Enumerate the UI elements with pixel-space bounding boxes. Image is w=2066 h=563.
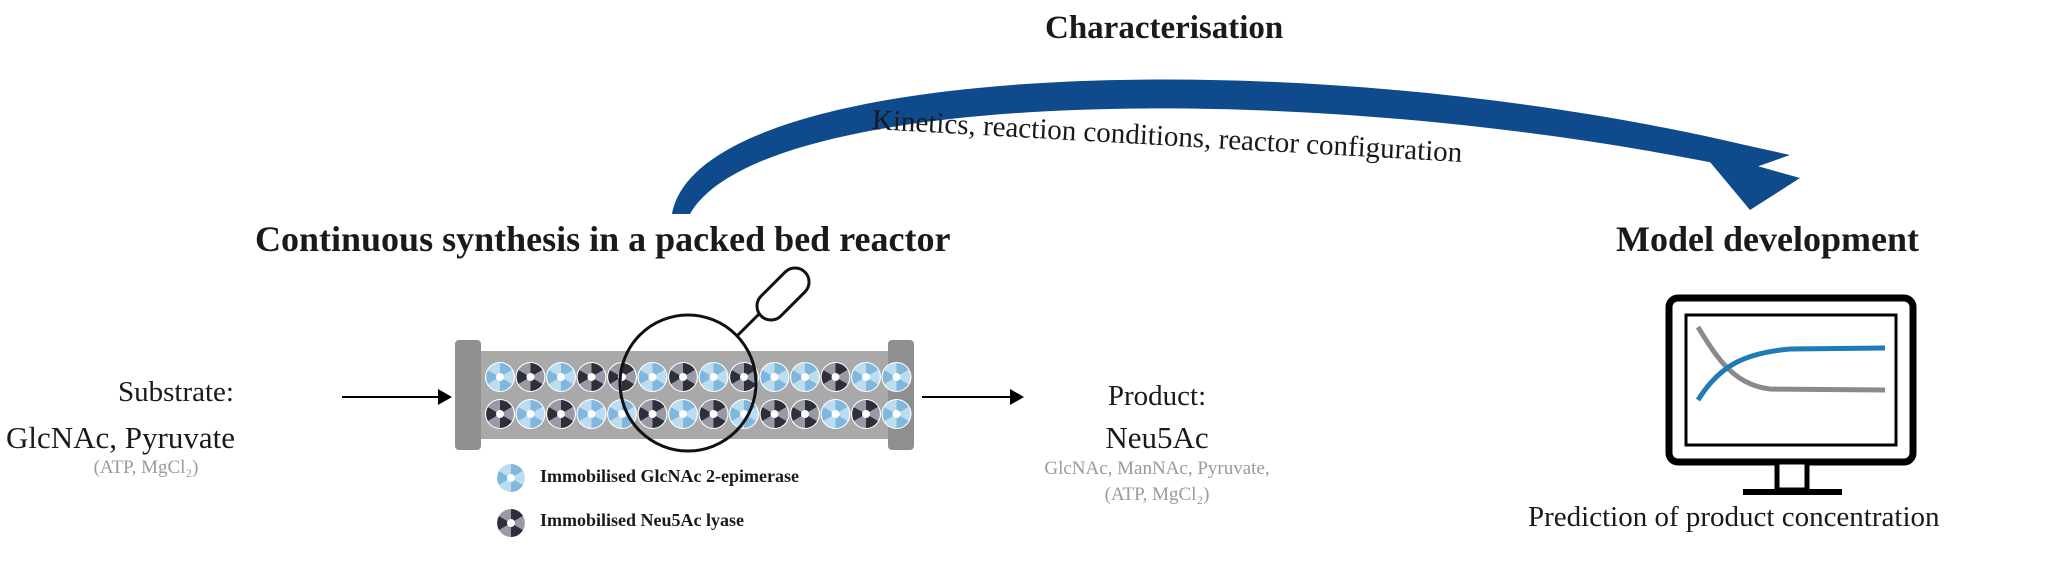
product-main: Neu5Ac [1105,420,1209,455]
reactor-end-cap-left [455,340,481,450]
outlet-arrow [922,389,1024,405]
arc-arrow-body [672,79,1790,214]
magnifier-icon [618,266,811,453]
curve-substrate-decay [1695,325,1886,393]
legend-epimerase-label: Immobilised GlcNAc 2-epimerase [540,466,799,486]
model-title: Model development [1616,219,1919,259]
substrate-additives: (ATP, MgCl₂) [93,457,199,478]
reactor-title: Continuous synthesis in a packed bed rea… [255,219,951,259]
curve-product-rise [1695,345,1886,402]
inlet-arrow [342,389,452,405]
product-byproducts-line1: GlcNAc, ManNAc, Pyruvate, [1044,458,1270,479]
characterisation-title: Characterisation [1045,10,1284,46]
monitor-screen [1684,313,1898,447]
arc-arrow-head [1700,150,1800,210]
product-label: Product: [1107,380,1207,412]
substrate-label: Substrate: [118,376,234,408]
legend-lyase-label: Immobilised Neu5Ac lyase [540,510,744,530]
monitor-neck [1774,459,1810,493]
product-byproducts-line2: (ATP, MgCl₂) [1104,484,1210,505]
model-caption: Prediction of product concentration [1528,501,1940,533]
substrate-main: GlcNAc, Pyruvate [6,420,235,455]
